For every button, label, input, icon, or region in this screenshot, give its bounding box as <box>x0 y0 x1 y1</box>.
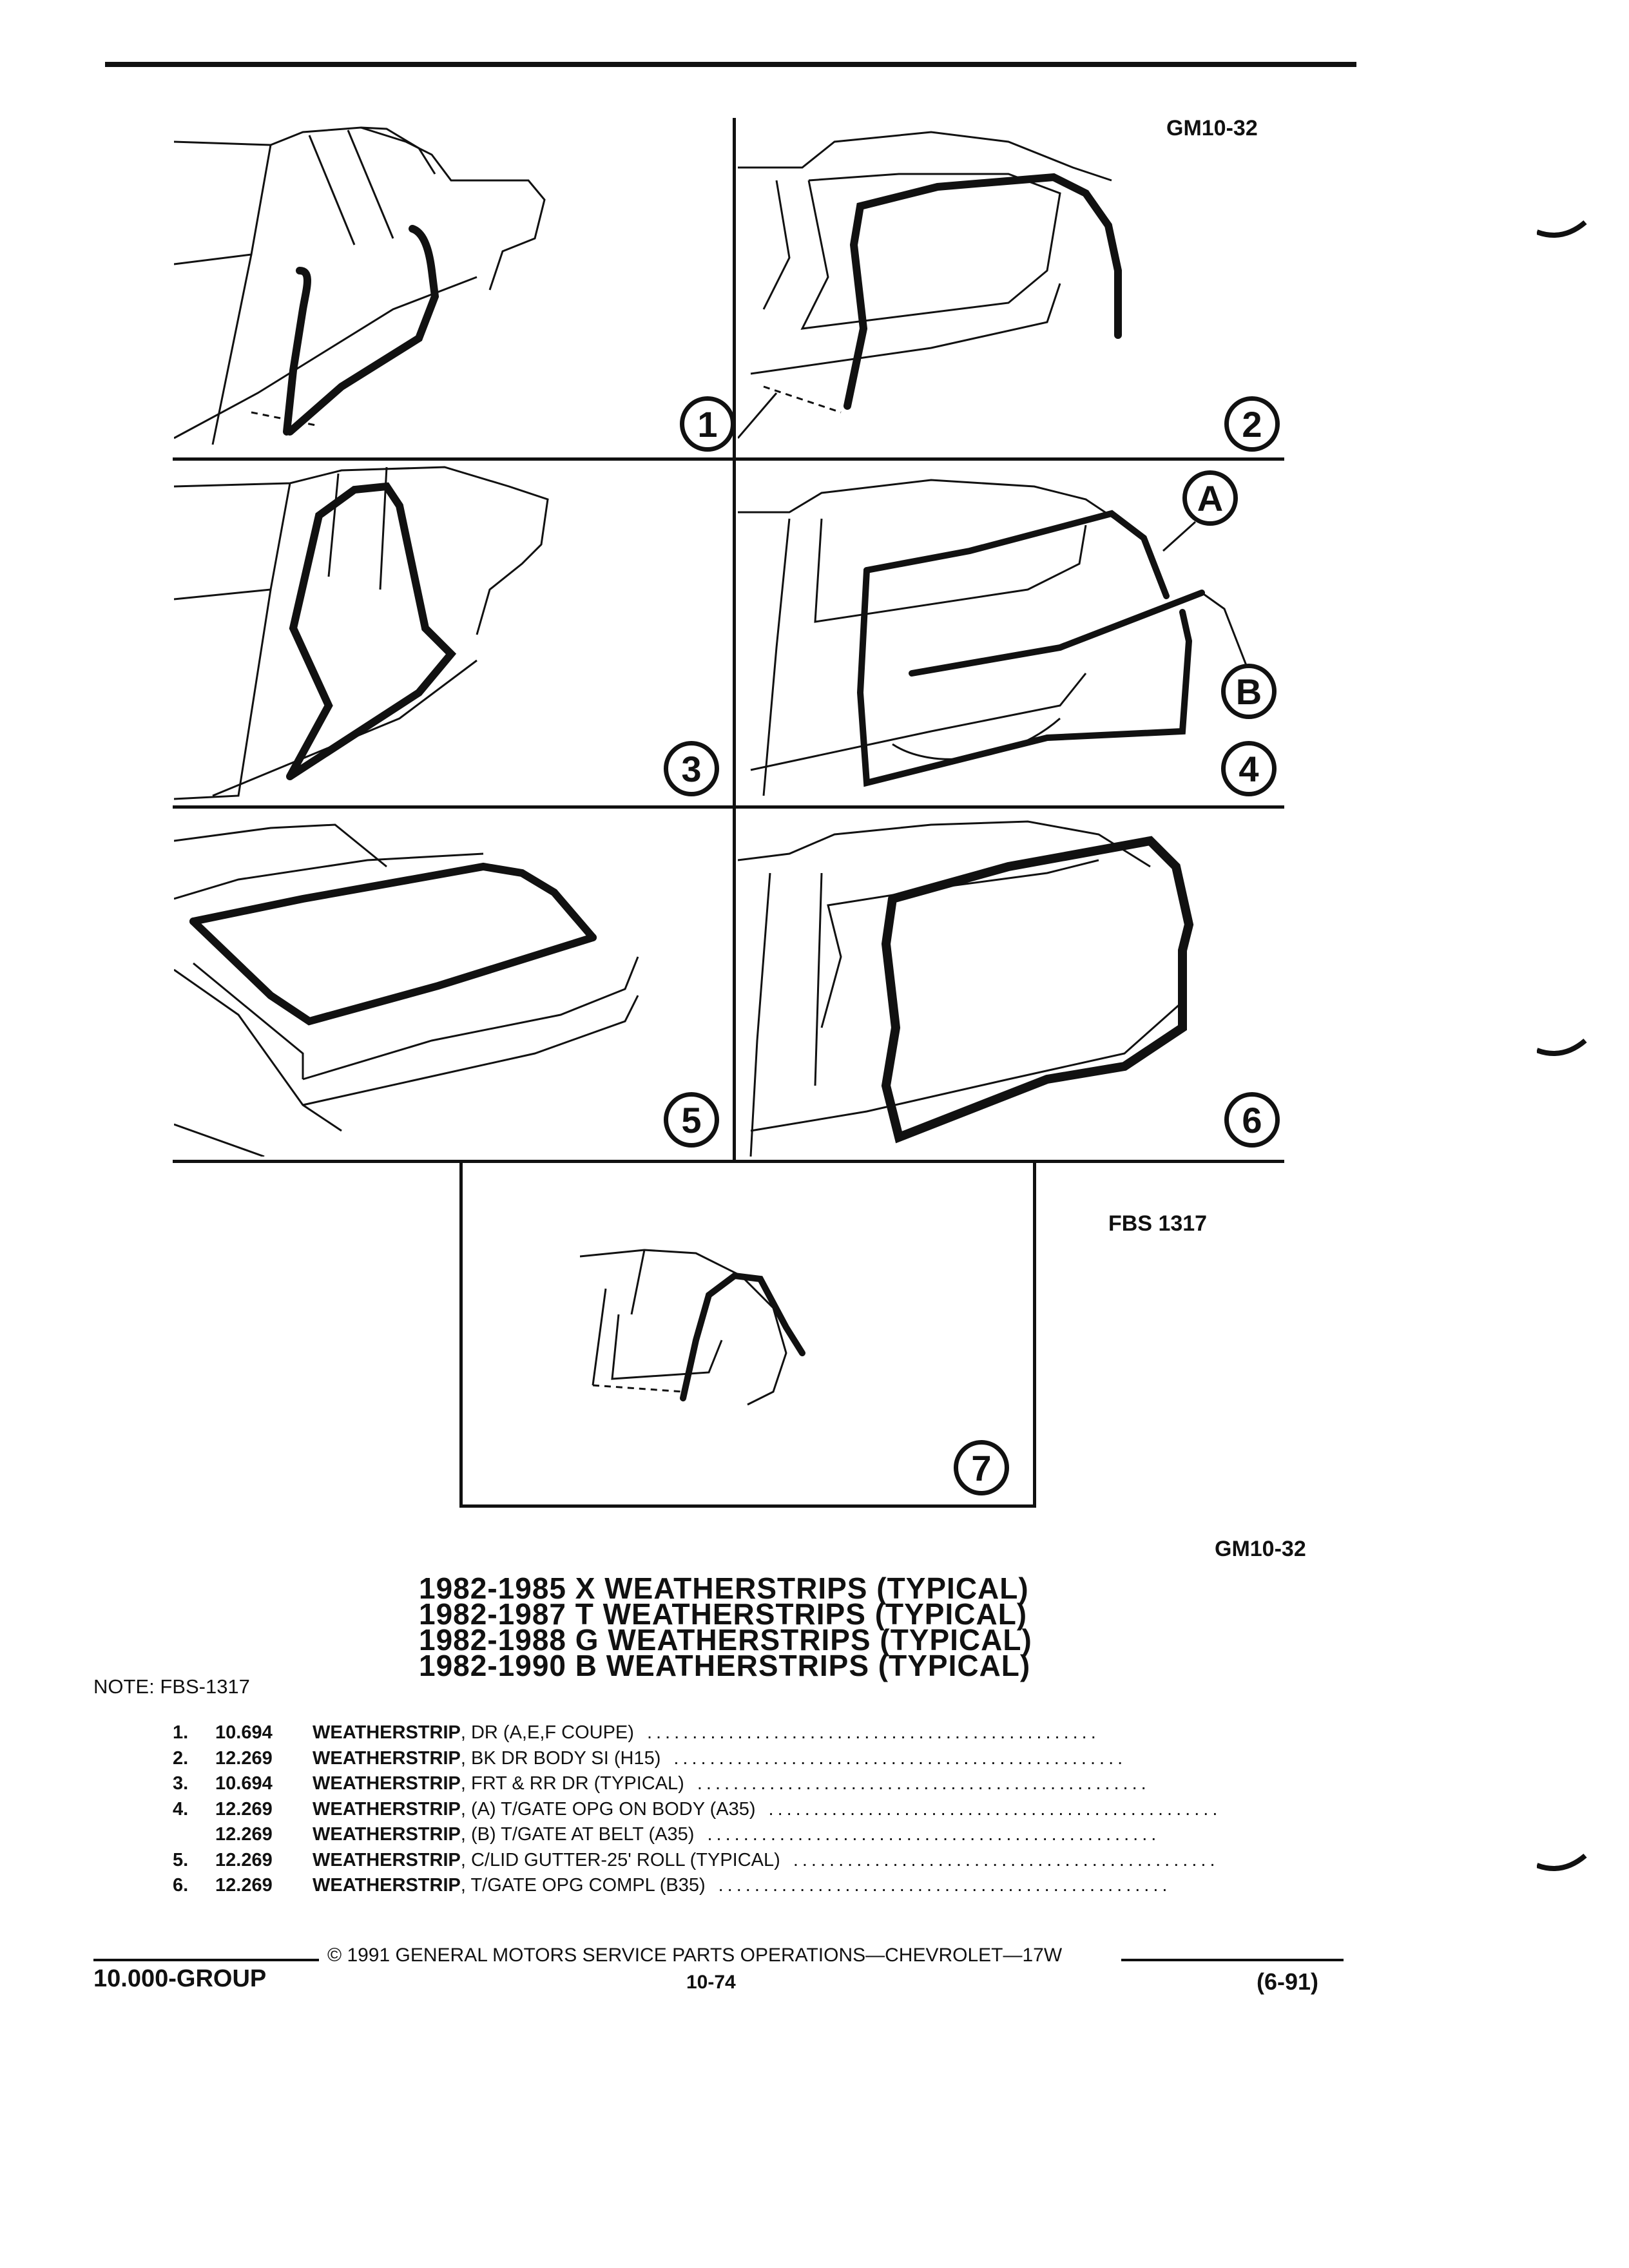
list-item: 2. 12.269 WEATHERSTRIP , BK DR BODY SI (… <box>173 1746 1217 1772</box>
figure-2-illustration <box>738 131 1122 439</box>
figure-5-illustration <box>174 823 639 1157</box>
leader-dots: ........................................… <box>646 1722 1100 1743</box>
part-desc: , C/LID GUTTER-25' ROLL (TYPICAL) <box>460 1849 780 1870</box>
footer-rule-left <box>93 1959 319 1961</box>
footer-date: (6-91) <box>1257 1968 1319 1995</box>
part-number: 4. <box>173 1798 189 1820</box>
part-desc: , FRT & RR DR (TYPICAL) <box>460 1773 684 1794</box>
figure-label-3: 3 <box>664 741 719 796</box>
figure-label-2: 2 <box>1224 396 1280 452</box>
grid-vertical-line <box>733 118 736 1162</box>
leader-dots: ........................................… <box>697 1773 1150 1794</box>
list-item: 6. 12.269 WEATHERSTRIP , T/GATE OPG COMP… <box>173 1873 1217 1899</box>
page-number: 10-74 <box>686 1972 736 1993</box>
part-number: 5. <box>173 1849 189 1870</box>
title-line: 1982-1990 B WEATHERSTRIPS (TYPICAL) <box>419 1649 1031 1682</box>
part-desc: , (B) T/GATE AT BELT (A35) <box>460 1824 695 1845</box>
part-code: 10.694 <box>215 1773 273 1794</box>
part-code: 12.269 <box>215 1824 273 1845</box>
list-item: 1. 10.694 WEATHERSTRIP , DR (A,E,F COUPE… <box>173 1720 1217 1746</box>
part-name: WEATHERSTRIP <box>313 1849 461 1870</box>
figure-label-6: 6 <box>1224 1092 1280 1148</box>
leader-dots: ........................................… <box>768 1798 1217 1820</box>
figure-3-illustration <box>174 466 549 800</box>
part-code: 12.269 <box>215 1875 273 1896</box>
figure-code-top: GM10-32 <box>1166 116 1258 140</box>
part-code: 10.694 <box>215 1722 273 1743</box>
callout-a: A <box>1182 470 1238 526</box>
list-item: 4. 12.269 WEATHERSTRIP , (A) T/GATE OPG … <box>173 1797 1217 1823</box>
title-line: 1982-1987 T WEATHERSTRIPS (TYPICAL) <box>419 1597 1028 1631</box>
title-line: 1982-1985 X WEATHERSTRIPS (TYPICAL) <box>419 1571 1029 1605</box>
margin-mark <box>1537 1853 1587 1871</box>
part-desc: , DR (A,E,F COUPE) <box>460 1722 634 1743</box>
figure-label-5: 5 <box>664 1092 719 1148</box>
figure-code-bottom: GM10-32 <box>1215 1537 1306 1561</box>
part-number: 3. <box>173 1773 189 1794</box>
leader-dots: ........................................… <box>793 1849 1217 1870</box>
footer-copyright: © 1991 GENERAL MOTORS SERVICE PARTS OPER… <box>327 1945 1063 1966</box>
grid-line-row3 <box>173 1160 1284 1163</box>
part-desc: , BK DR BODY SI (H15) <box>460 1747 661 1769</box>
note: NOTE: FBS-1317 <box>93 1675 250 1698</box>
list-item: 5. 12.269 WEATHERSTRIP , C/LID GUTTER-25… <box>173 1848 1217 1874</box>
figure-label-1: 1 <box>680 396 735 452</box>
part-code: 12.269 <box>215 1798 273 1820</box>
title-block: 1982-1985 X WEATHERSTRIPS (TYPICAL) 1982… <box>419 1571 1032 1682</box>
figure-7-box <box>459 1160 1036 1508</box>
list-item: 12.269 WEATHERSTRIP , (B) T/GATE AT BELT… <box>173 1822 1217 1848</box>
figure-1-illustration <box>174 126 546 445</box>
margin-mark <box>1537 220 1587 238</box>
figure-6-illustration <box>738 820 1194 1157</box>
leader-dots: ........................................… <box>718 1875 1171 1896</box>
part-code: 12.269 <box>215 1849 273 1870</box>
leader-dots: ........................................… <box>707 1824 1161 1845</box>
title-line: 1982-1988 G WEATHERSTRIPS (TYPICAL) <box>419 1623 1032 1657</box>
figure-label-7: 7 <box>954 1440 1009 1495</box>
part-name: WEATHERSTRIP <box>313 1722 461 1743</box>
part-desc: , T/GATE OPG COMPL (B35) <box>460 1875 706 1896</box>
grid-line-row2 <box>173 805 1284 809</box>
part-desc: , (A) T/GATE OPG ON BODY (A35) <box>460 1798 756 1820</box>
list-item: 3. 10.694 WEATHERSTRIP , FRT & RR DR (TY… <box>173 1771 1217 1797</box>
margin-mark <box>1537 1038 1587 1056</box>
part-number: 1. <box>173 1722 189 1743</box>
part-name: WEATHERSTRIP <box>313 1747 461 1769</box>
part-code: 12.269 <box>215 1747 273 1769</box>
figure-label-4: 4 <box>1221 741 1277 796</box>
footer-group: 10.000-GROUP <box>93 1965 267 1992</box>
part-name: WEATHERSTRIP <box>313 1875 461 1896</box>
footer-rule-right <box>1121 1959 1344 1961</box>
part-name: WEATHERSTRIP <box>313 1798 461 1820</box>
part-number: 6. <box>173 1875 189 1896</box>
leader-dots: ........................................… <box>673 1747 1127 1769</box>
figure-4-illustration <box>738 479 1248 796</box>
top-rule <box>105 62 1356 67</box>
callout-b: B <box>1221 664 1277 719</box>
grid-line-row1 <box>173 457 1284 461</box>
figure-7-illustration <box>580 1249 805 1406</box>
part-name: WEATHERSTRIP <box>313 1824 461 1845</box>
part-name: WEATHERSTRIP <box>313 1773 461 1794</box>
parts-list: 1. 10.694 WEATHERSTRIP , DR (A,E,F COUPE… <box>173 1720 1217 1899</box>
part-number: 2. <box>173 1747 189 1769</box>
fbs-code: FBS 1317 <box>1108 1211 1208 1236</box>
part-number <box>173 1822 215 1848</box>
